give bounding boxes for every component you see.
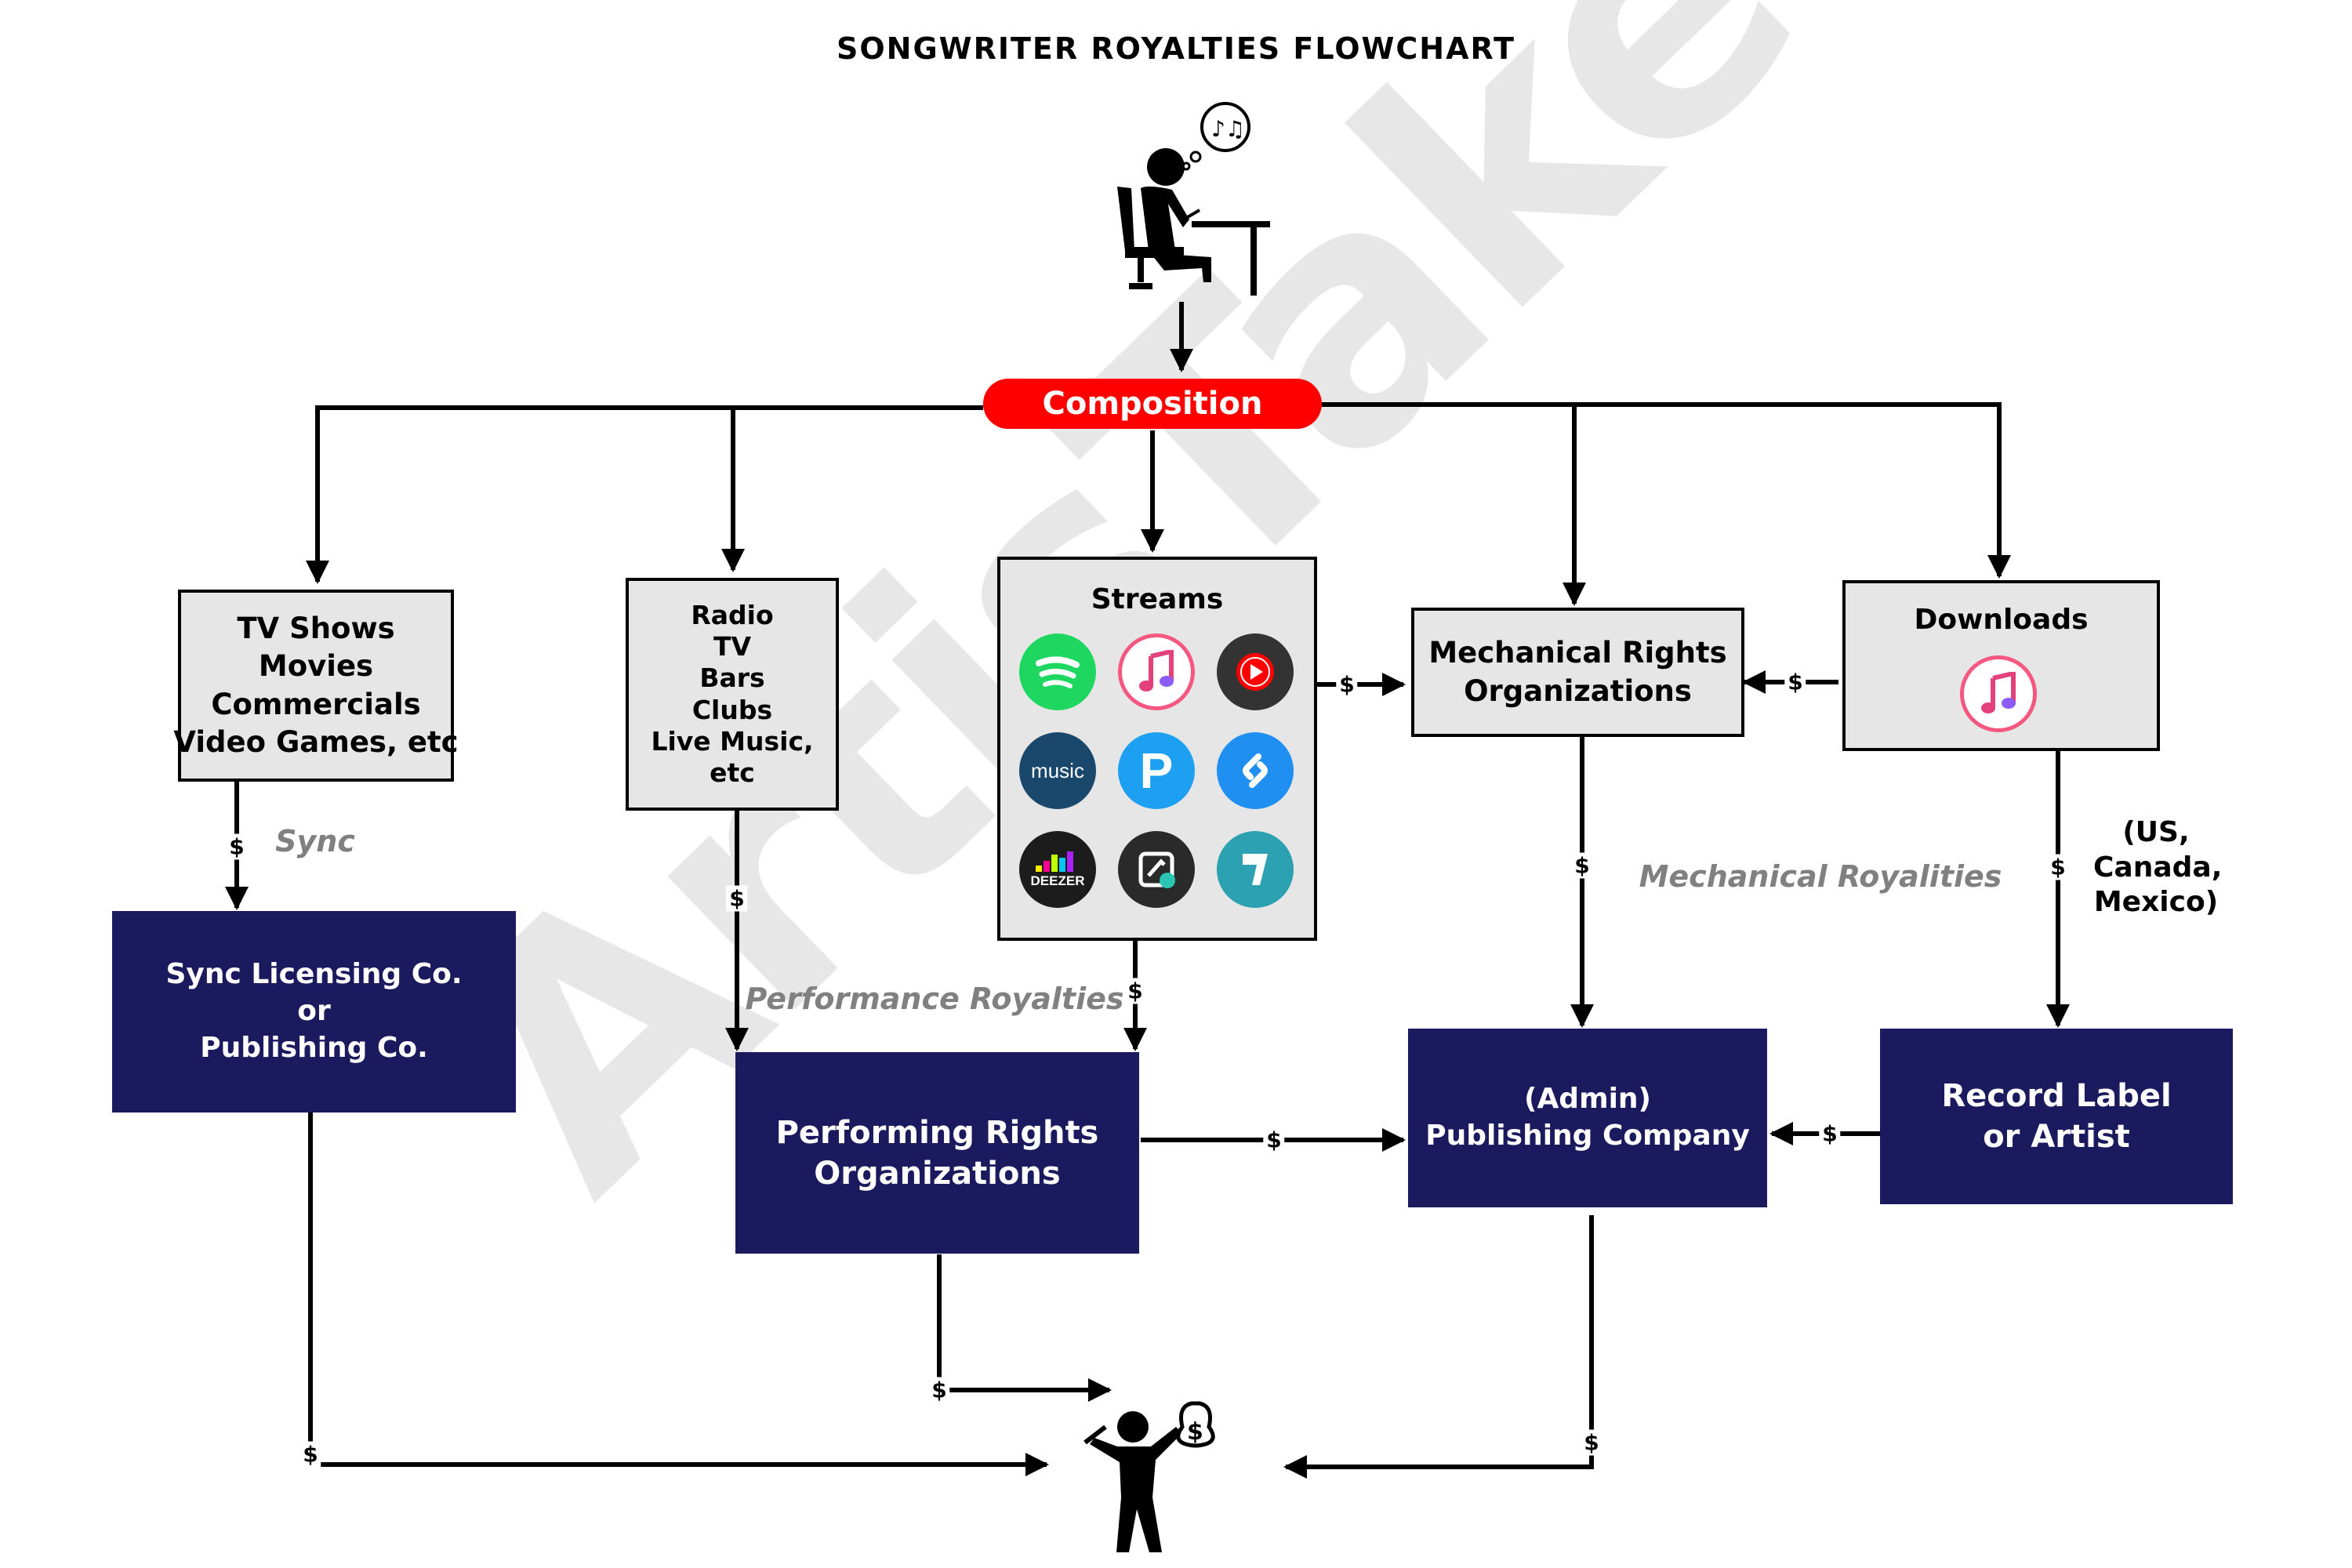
pro-line: Organizations [814, 1155, 1061, 1192]
dollar-sign: $ [928, 1377, 950, 1403]
admin-publishing-box: (Admin) Publishing Company [1408, 1029, 1767, 1207]
sync-usage-line: Movies [258, 649, 374, 684]
spotify-icon [1019, 633, 1096, 710]
performing-rights-orgs-box: Performing Rights Organizations [735, 1052, 1139, 1254]
sync-co-line: Publishing Co. [200, 1031, 428, 1064]
label-line: Record Label [1941, 1078, 2172, 1114]
svg-text:$: $ [1187, 1418, 1203, 1446]
performance-royalties-label: Performance Royalties [745, 982, 1124, 1016]
itunes-icon [1960, 655, 2037, 732]
deezer-icon: DEEZER [1019, 831, 1096, 908]
dollar-sign: $ [1336, 671, 1358, 698]
sync-licensing-box: Sync Licensing Co. or Publishing Co. [112, 911, 516, 1112]
mro-line: Mechanical Rights [1428, 636, 1727, 670]
sync-usage-box: TV Shows Movies Commercials Video Games,… [173, 590, 459, 782]
sync-co-line: Sync Licensing Co. [165, 958, 463, 991]
diagram-title: SONGWRITER ROYALTIES FLOWCHART [837, 31, 1515, 66]
arrow-admin-paid [1283, 1215, 1594, 1479]
performance-venue-line: TV [713, 631, 752, 662]
dollar-sign: $ [1819, 1120, 1841, 1147]
performance-venue-line: Radio [691, 599, 774, 630]
public-performance-box: Radio TV Bars Clubs Live Music, etc [626, 578, 839, 811]
arrow-composition-sync-source [306, 405, 983, 584]
svg-text:♪♫: ♪♫ [1211, 116, 1245, 142]
region-line: (US, [2122, 816, 2190, 848]
admin-pub-line: (Admin) [1523, 1083, 1652, 1116]
saavn-icon [1118, 831, 1195, 908]
youtube-music-icon [1217, 633, 1294, 710]
amazon-music-icon: music [1019, 732, 1096, 809]
record-label-box: Record Label or Artist [1880, 1029, 2233, 1204]
dollar-sign: $ [1784, 669, 1806, 695]
arrow-pro-paid [937, 1254, 1112, 1402]
dollar-sign: $ [299, 1441, 321, 1468]
streams-label: Streams [1091, 583, 1224, 615]
region-label: (US, Canada, Mexico) [2093, 815, 2223, 920]
dollar-sign: $ [226, 833, 248, 860]
arrow-composition-mro [1322, 402, 2011, 579]
dollar-sign: $ [2047, 854, 2069, 880]
dollar-sign: $ [726, 885, 748, 912]
region-line: Mexico) [2093, 886, 2219, 919]
performance-venue-line: etc [710, 757, 755, 788]
deezer-label: DEEZER [1030, 873, 1085, 888]
amazon-music-label: music [1031, 758, 1084, 782]
sync-usage-line: Video Games, etc [173, 724, 459, 759]
mechanical-rights-orgs-box: Mechanical Rights Organizations [1411, 608, 1744, 737]
dollar-sign: $ [1581, 1429, 1602, 1456]
performance-venue-line: Live Music, [651, 725, 814, 757]
sync-usage-line: TV Shows [237, 612, 395, 646]
songwriter-writing-icon: ♪♫ [1117, 102, 1270, 296]
dollar-sign: $ [1571, 852, 1593, 879]
region-line: Canada, [2093, 851, 2223, 884]
apple-music-icon [1118, 633, 1195, 710]
songwriter-paid-icon: $ [1083, 1401, 1215, 1552]
sync-label: Sync [275, 824, 355, 858]
mro-line: Organizations [1464, 673, 1692, 708]
pro-line: Performing Rights [775, 1114, 1099, 1151]
composition-pill: Composition [983, 379, 1322, 429]
shazam-icon [1217, 732, 1294, 809]
label-line: or Artist [1983, 1119, 2130, 1155]
downloads-label: Downloads [1914, 604, 2089, 636]
dollar-sign: $ [1124, 978, 1146, 1004]
napster-icon [1217, 831, 1294, 908]
pandora-letter: P [1139, 742, 1174, 799]
admin-pub-line: Publishing Company [1425, 1120, 1750, 1152]
dollar-sign: $ [1263, 1127, 1285, 1153]
mechanical-royalties-label: Mechanical Royalities [1639, 859, 2002, 894]
sync-co-line: or [297, 995, 331, 1028]
performance-venue-line: Bars [699, 662, 765, 694]
sync-usage-line: Commercials [211, 687, 421, 721]
pandora-icon: P [1118, 732, 1195, 809]
performance-venue-line: Clubs [691, 694, 773, 725]
